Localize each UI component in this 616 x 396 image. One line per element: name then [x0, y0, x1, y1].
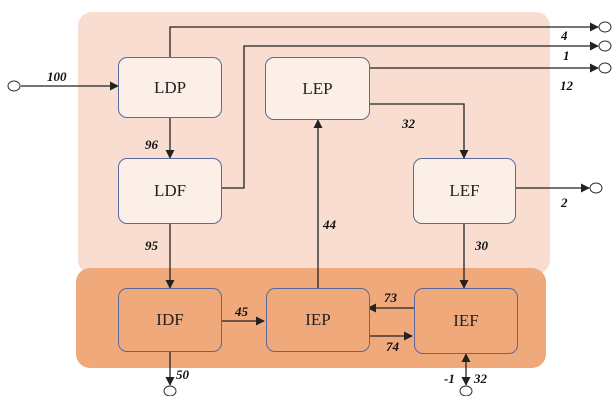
arrow-ldf-to-sink-1 — [222, 41, 599, 189]
flow-label-sink-4: 4 — [561, 28, 568, 43]
arrow-lep-to-lef — [370, 103, 469, 159]
node-iep: IEP — [266, 288, 370, 352]
cloud-sink-50 — [163, 385, 177, 396]
flow-label-idf-sink-50: 50 — [176, 367, 189, 382]
flow-label-sink-1: 1 — [563, 48, 570, 63]
node-ldf: LDF — [118, 158, 222, 224]
cloud-source-ldp — [7, 80, 21, 92]
cloud-ief-exchange — [459, 385, 473, 396]
flow-label-ief-in: 32 — [474, 371, 487, 386]
cloud-sink-4 — [598, 21, 612, 33]
flow-label-lef-sink-2: 2 — [561, 195, 568, 210]
flow-label-source-ldp: 100 — [47, 69, 67, 84]
node-idf: IDF — [118, 288, 222, 352]
flow-label-iep-ief: 74 — [386, 339, 399, 354]
flow-label-sink-12: 12 — [560, 78, 573, 93]
flow-label-iep-lep: 44 — [323, 217, 336, 232]
flow-label-ief-neg: -1 — [444, 371, 455, 386]
cloud-sink-1 — [598, 40, 612, 52]
flow-label-ldf-idf: 95 — [145, 238, 158, 253]
flow-label-lef-ief: 30 — [475, 238, 488, 253]
arrow-ldp-to-sink-4 — [169, 22, 599, 57]
node-ldp: LDP — [118, 57, 222, 118]
node-ief: IEF — [414, 288, 518, 354]
flow-arrows — [21, 22, 599, 386]
cloud-sink-12 — [598, 62, 612, 74]
flow-label-idf-iep: 45 — [235, 304, 248, 319]
flow-label-ief-iep: 73 — [384, 290, 397, 305]
cloud-sink-2 — [589, 182, 603, 194]
node-lep: LEP — [265, 57, 370, 120]
node-lef: LEF — [413, 158, 516, 224]
cloud-shapes — [7, 21, 612, 396]
flow-label-ldp-ldf: 96 — [145, 137, 158, 152]
flow-label-lep-lef: 32 — [402, 116, 415, 131]
